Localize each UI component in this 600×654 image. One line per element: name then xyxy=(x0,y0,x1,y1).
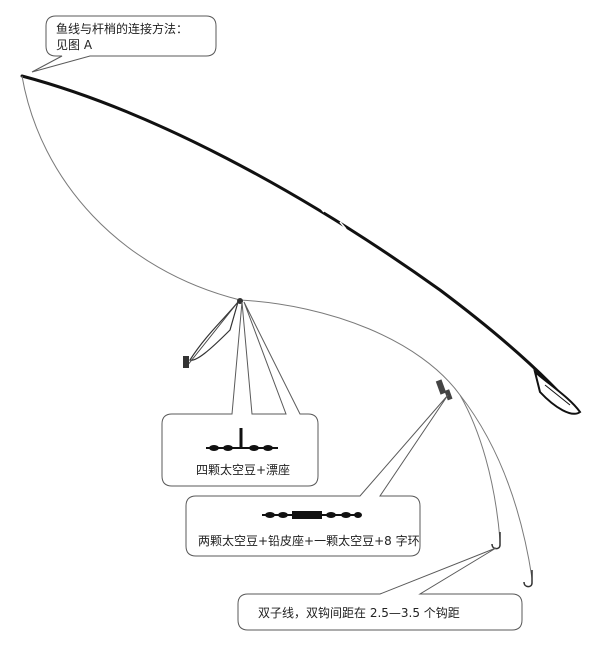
hook-icon xyxy=(491,532,533,588)
callout-hooks: 双子线，双钩间距在 2.5—3.5 个钩距 xyxy=(237,547,523,631)
callout-line-tip-connection: 鱼线与杆梢的连接方法： 见图 A xyxy=(31,15,217,73)
float-bobber xyxy=(183,298,243,368)
callout-lead-seat-text: 两颗太空豆+铅皮座+一颗太空豆+8 字环 xyxy=(198,533,420,548)
callout-top-text-2: 见图 A xyxy=(56,38,93,52)
callout-float-seat-text: 四颗太空豆+漂座 xyxy=(196,462,290,477)
fishing-rod xyxy=(20,74,582,415)
rod-handle xyxy=(533,369,582,415)
main-line xyxy=(21,75,461,396)
callout-hooks-text: 双子线，双钩间距在 2.5—3.5 个钩距 xyxy=(258,606,460,620)
hook-leader-2 xyxy=(459,394,533,579)
callout-top-text-1: 鱼线与杆梢的连接方法： xyxy=(56,21,188,36)
hook-leader-1 xyxy=(459,394,501,541)
callout-lead-seat: 两颗太空豆+铅皮座+一颗太空豆+8 字环 xyxy=(185,394,449,557)
lead-seat-beads-icon xyxy=(262,511,362,519)
rod-segment-marks xyxy=(299,191,519,369)
rod-shaft xyxy=(20,74,577,412)
lead-seat-assembly xyxy=(435,379,453,401)
float-seat-beads-icon xyxy=(206,428,278,451)
callout-float-seat: 四颗太空豆+漂座 xyxy=(161,301,319,487)
